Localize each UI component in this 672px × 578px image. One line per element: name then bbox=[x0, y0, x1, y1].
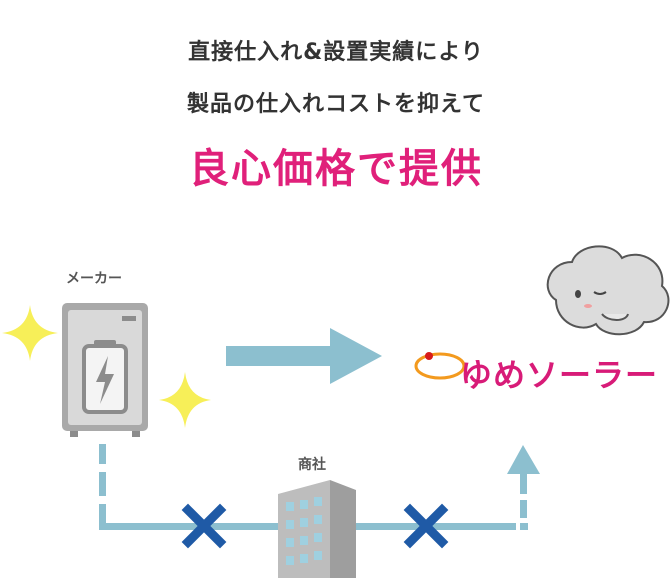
brand-logo-icon bbox=[414, 352, 466, 380]
office-building-icon bbox=[278, 480, 356, 578]
direct-flow-arrow bbox=[226, 328, 382, 384]
sparkle-icon bbox=[159, 372, 211, 428]
cloud-mascot-icon bbox=[546, 245, 670, 336]
headline-line-1: 直接仕入れ&設置実績により bbox=[188, 40, 484, 65]
headline-line-2: 製品の仕入れコストを抑えて bbox=[187, 92, 485, 117]
maker-label: メーカー bbox=[66, 271, 122, 287]
headline-highlight: 良心価格で提供 bbox=[189, 146, 483, 192]
trader-label: 商社 bbox=[298, 457, 326, 473]
battery-device-icon bbox=[62, 303, 148, 437]
x-mark-icon bbox=[403, 503, 449, 549]
sparkle-icon bbox=[2, 305, 58, 361]
brand-name: ゆめソーラー bbox=[460, 356, 659, 394]
trader-route-line bbox=[99, 444, 540, 530]
x-mark-icon bbox=[181, 503, 227, 549]
